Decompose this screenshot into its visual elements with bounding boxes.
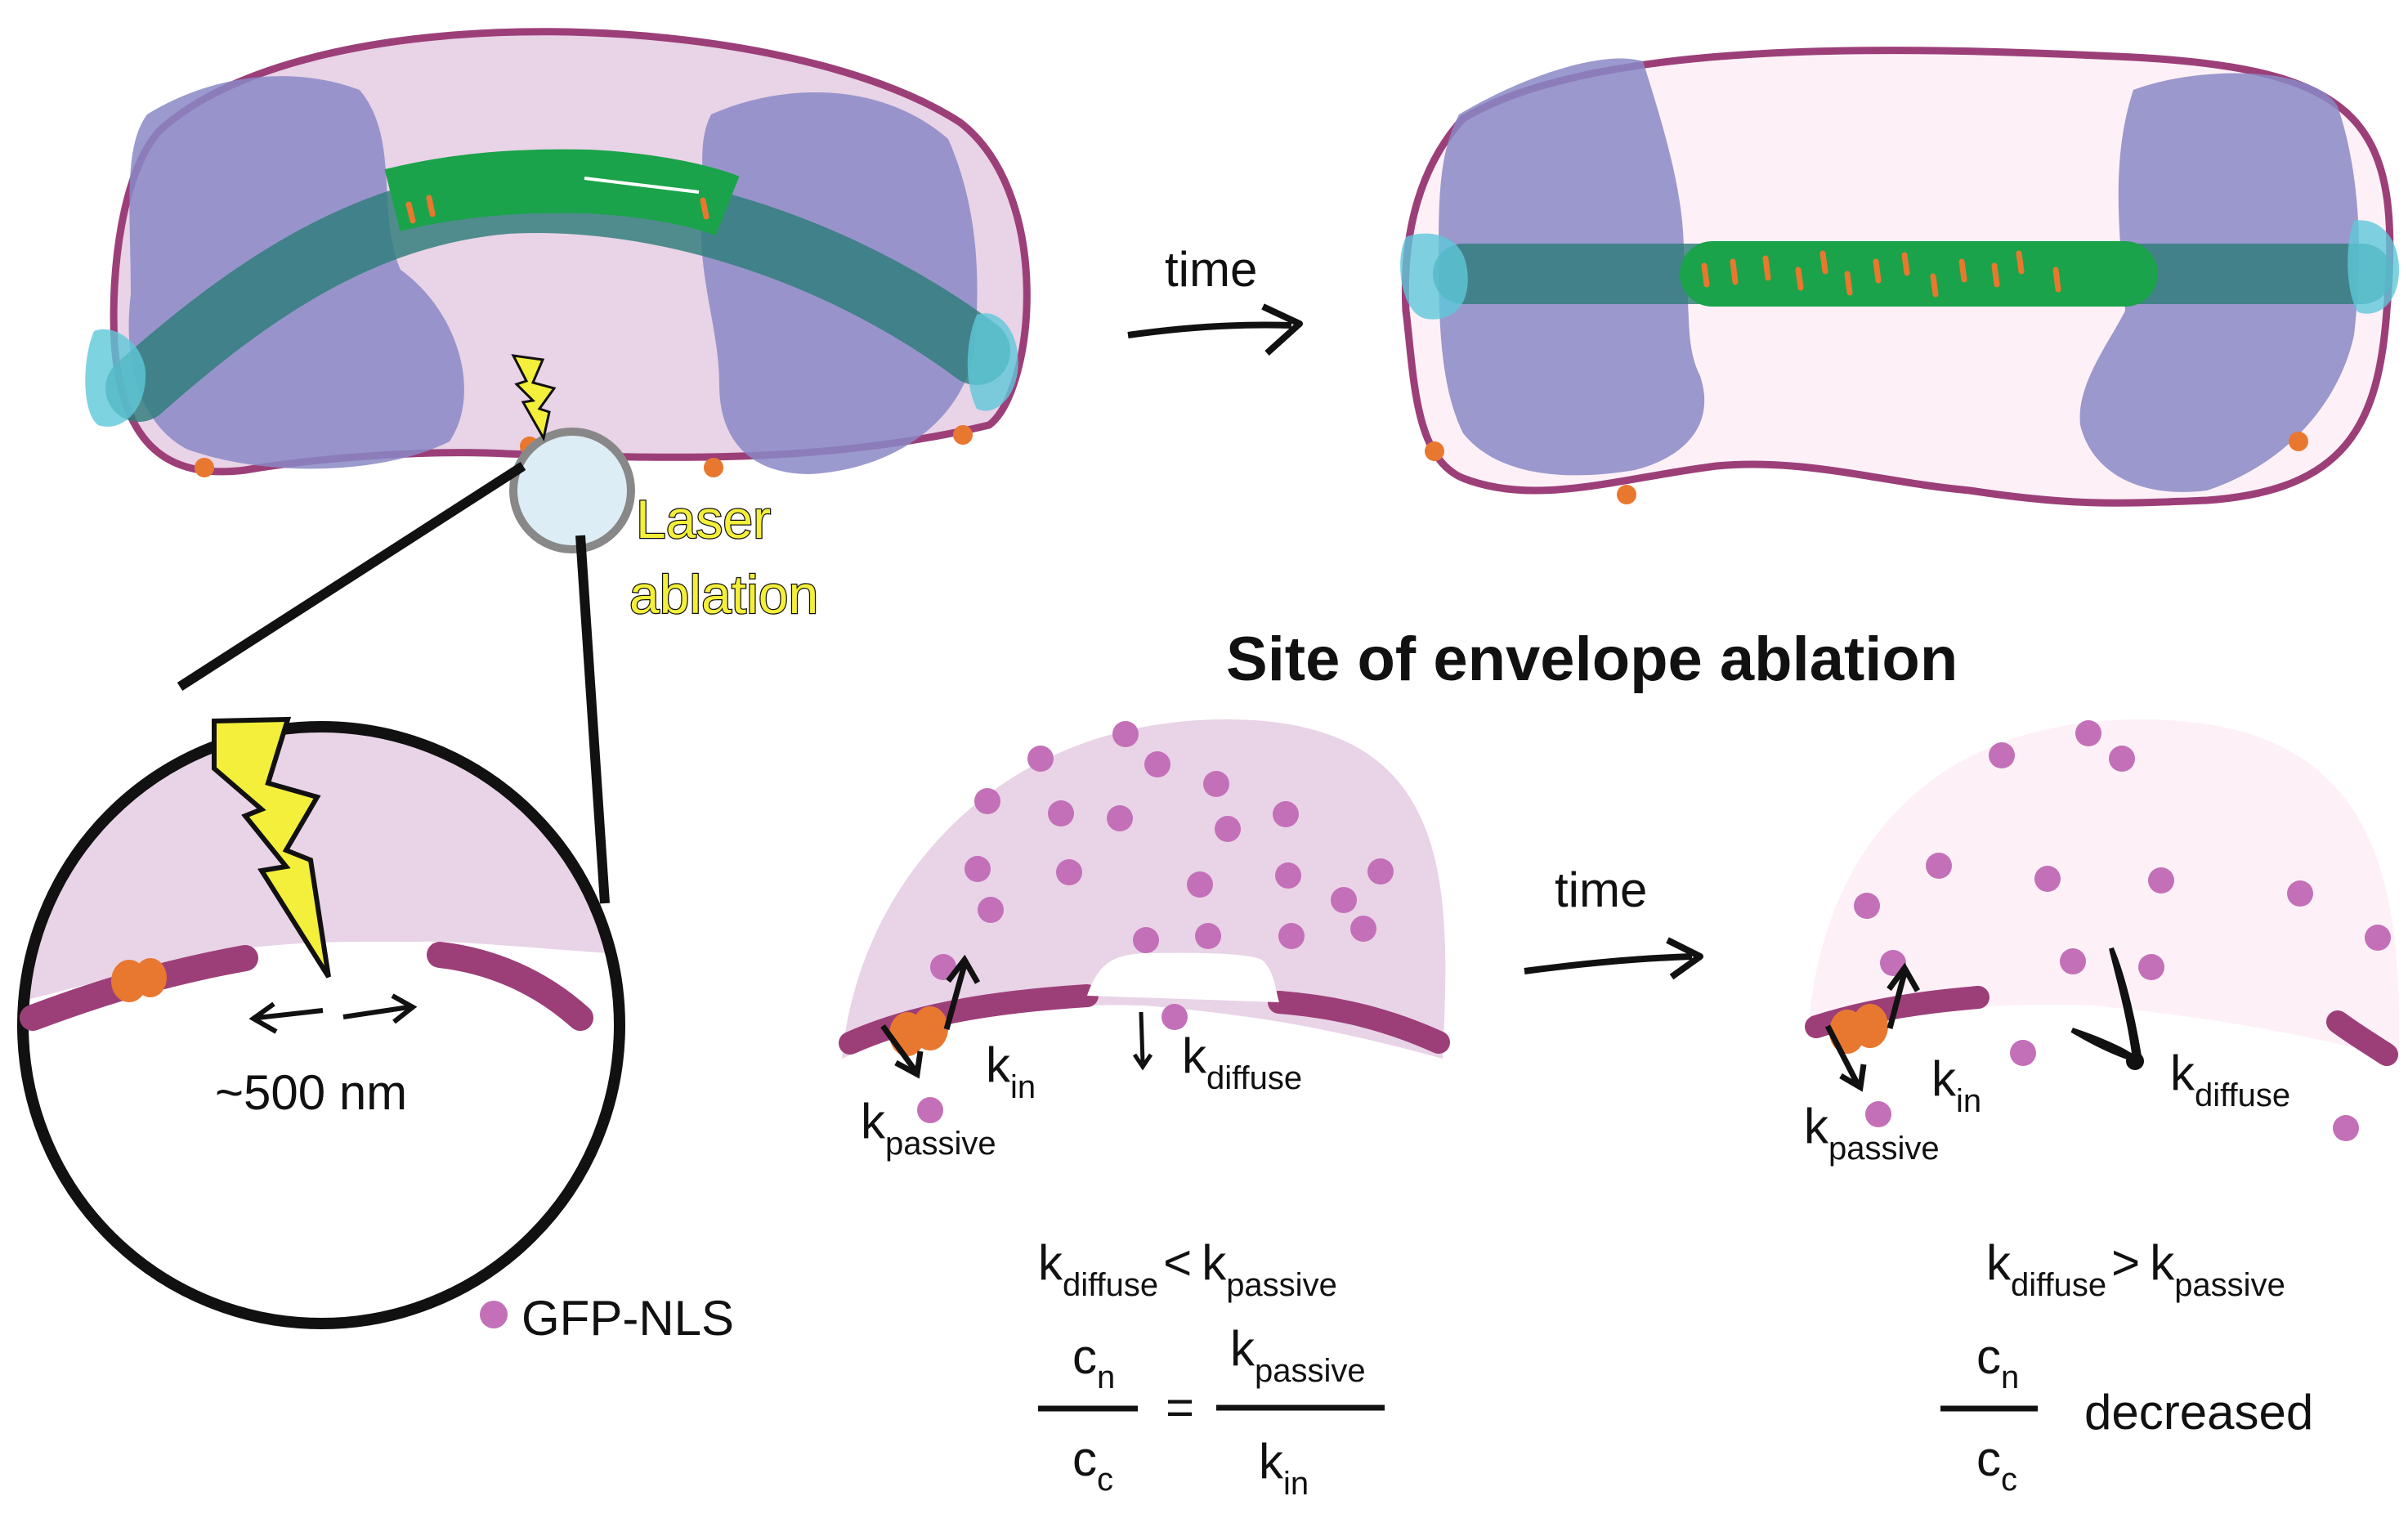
k-passive-numerator: kpassive	[1230, 1321, 1366, 1389]
k-passive-arrowhead-icon	[894, 1050, 924, 1079]
k-diffuse-arrow-tip	[2126, 1052, 2144, 1070]
k-in-arrow-icon-2	[1887, 972, 1908, 1029]
k-in-denominator: kin	[1259, 1434, 1309, 1502]
arrow-icon-right	[342, 1005, 410, 1019]
nuclear-pore-icon-dome1	[889, 1006, 948, 1056]
nucleus-before: Laser ablation	[85, 28, 1031, 625]
k-diffuse-label-2: kdiffuse	[2170, 1046, 2290, 1113]
laser-label-line1: Laser	[636, 489, 771, 549]
zoom-connector-left	[177, 461, 526, 692]
scale-label: ~500 nm	[215, 1065, 407, 1120]
inequality-right: kdiffuse>kpassive	[1986, 1235, 2285, 1303]
section-title: Site of envelope ablation	[1226, 625, 1958, 694]
nucleus-after	[1400, 47, 2399, 507]
zoom-inset: ~500 nm	[17, 716, 625, 1329]
cc-label-right: cc	[1976, 1431, 2017, 1498]
gfp-nls-legend-dot	[480, 1301, 508, 1328]
zoom-connector-right	[575, 535, 610, 904]
equation-left: kdiffuse<kpassive cn cc = kpassive kin	[1038, 1235, 1385, 1502]
lightning-bolt-icon-large	[212, 716, 331, 979]
ablation-site-circle	[509, 428, 635, 553]
arrowhead-right-icon	[391, 993, 418, 1024]
gfp-nls-dots-after	[1854, 720, 2391, 1141]
laser-label-line2: ablation	[629, 564, 818, 625]
k-passive-arrowhead-icon-2	[1839, 1064, 1867, 1092]
k-in-arrow-icon	[943, 964, 968, 1030]
cn-label: cn	[1072, 1329, 1115, 1395]
cn-label-right: cn	[1976, 1329, 2019, 1395]
time-label-top: time	[1165, 242, 1257, 297]
k-passive-arrow-icon-2	[1824, 1024, 1860, 1085]
legend-label: GFP-NLS	[521, 1291, 734, 1346]
arrow-icon-left	[257, 1008, 324, 1020]
arrowhead-icon	[1261, 303, 1303, 356]
k-passive-label-2: kpassive	[1804, 1099, 1940, 1167]
cc-label: cc	[1072, 1431, 1113, 1498]
k-diffuse-arrow-icon-large	[2070, 947, 2143, 1065]
decreased-label: decreased	[2084, 1385, 2313, 1440]
k-diffuse-label: kdiffuse	[1182, 1028, 1302, 1096]
envelope-zoom-right	[427, 942, 593, 1031]
k-in-arrowhead-icon-2	[1887, 962, 1921, 992]
arrowhead-icon-bottom	[1666, 937, 1703, 980]
ablation-site-before: kin kpassive kdiffuse	[839, 719, 1450, 1162]
k-in-label: kin	[986, 1037, 1036, 1105]
arrowhead-left-icon	[248, 1001, 278, 1034]
centrosome-left-after	[1400, 233, 1468, 320]
lightning-bolt-icon	[511, 354, 557, 442]
inequality-left: kdiffuse<kpassive	[1038, 1235, 1337, 1303]
equals-sign: =	[1166, 1380, 1194, 1435]
k-in-label-2: kin	[1931, 1051, 1981, 1119]
k-passive-label: kpassive	[861, 1094, 996, 1162]
ablation-site-after: kin kpassive kdiffuse	[1804, 719, 2400, 1167]
centrosome-left-before	[85, 329, 146, 427]
centrosome-right-before	[967, 313, 1018, 411]
time-label-bottom: time	[1555, 862, 1647, 917]
nuclear-pore-icon-after	[1425, 432, 2308, 504]
k-diffuse-arrowhead-icon	[1132, 1053, 1153, 1071]
k-in-arrowhead-icon	[946, 954, 981, 984]
spindle-green-before	[384, 149, 740, 236]
equation-right: kdiffuse>kpassive cn cc decreased	[1940, 1235, 2313, 1498]
arrow-icon-bottom	[1524, 953, 1693, 974]
nuclear-pore-icon-zoom	[111, 958, 167, 1002]
k-passive-arrow-icon	[880, 1024, 918, 1073]
spindle-marks-after	[1701, 250, 2061, 298]
arrow-icon	[1127, 321, 1292, 338]
spindle-marks-before	[405, 195, 709, 224]
gfp-nls-dots-before	[917, 721, 1394, 1123]
centrosome-right-after	[2348, 220, 2399, 314]
k-diffuse-arrow-icon	[1139, 1011, 1145, 1064]
spindle-highlight	[584, 177, 700, 194]
